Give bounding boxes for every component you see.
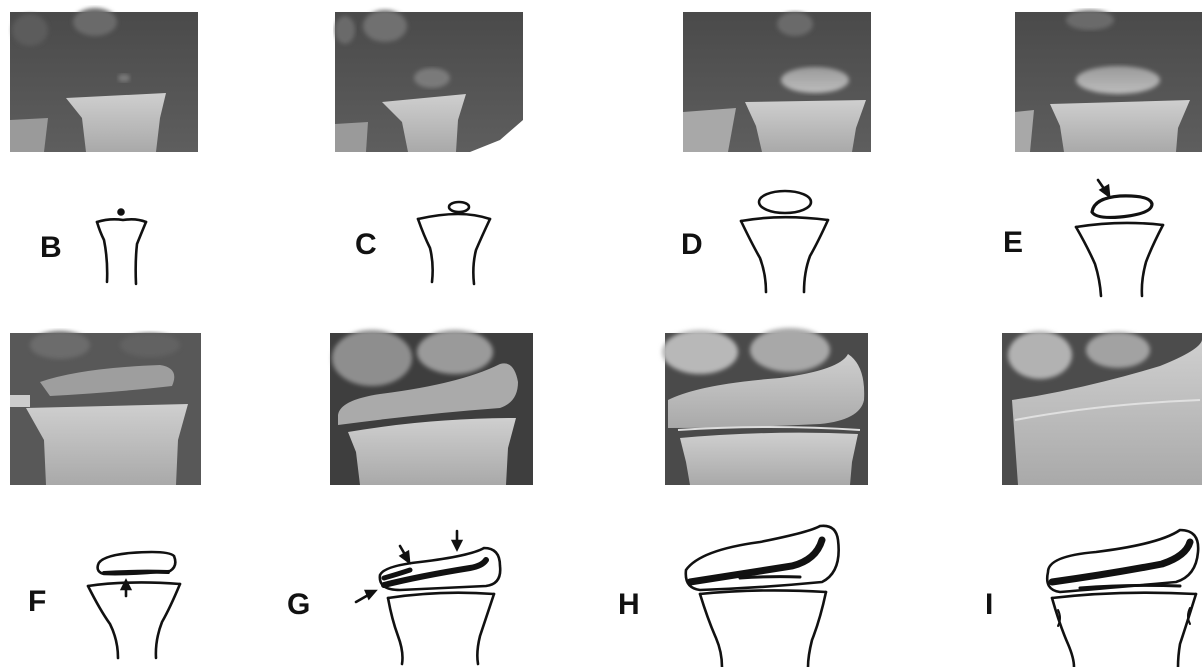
drawing-B: [97, 210, 146, 285]
drawing-H: [686, 526, 839, 667]
stage-label-H: H: [618, 590, 640, 620]
drawing-F: [88, 552, 180, 658]
stage-label-I: I: [985, 590, 993, 620]
xray-C: [335, 10, 523, 152]
xray-E: [1015, 10, 1202, 152]
xray-B: [10, 8, 198, 152]
drawing-E: [1076, 180, 1163, 296]
stage-label-E: E: [1003, 228, 1023, 258]
xray-F: [10, 331, 201, 485]
stage-label-B: B: [40, 233, 62, 263]
arrow-G-2: [453, 531, 461, 549]
arrow-E: [1098, 180, 1109, 196]
xray-G: [330, 330, 533, 485]
xray-H: [662, 328, 868, 485]
xray-I: [1002, 331, 1202, 485]
arrow-G-3: [356, 591, 375, 602]
stage-label-D: D: [681, 230, 703, 260]
drawing-D: [741, 191, 828, 292]
drawing-C: [418, 202, 490, 284]
drawing-I: [1047, 530, 1198, 667]
arrow-G-1: [400, 546, 409, 562]
drawing-G: [356, 531, 500, 664]
stage-label-G: G: [287, 590, 310, 620]
xray-D: [683, 12, 871, 152]
stage-label-C: C: [355, 230, 377, 260]
stage-label-F: F: [28, 587, 46, 617]
